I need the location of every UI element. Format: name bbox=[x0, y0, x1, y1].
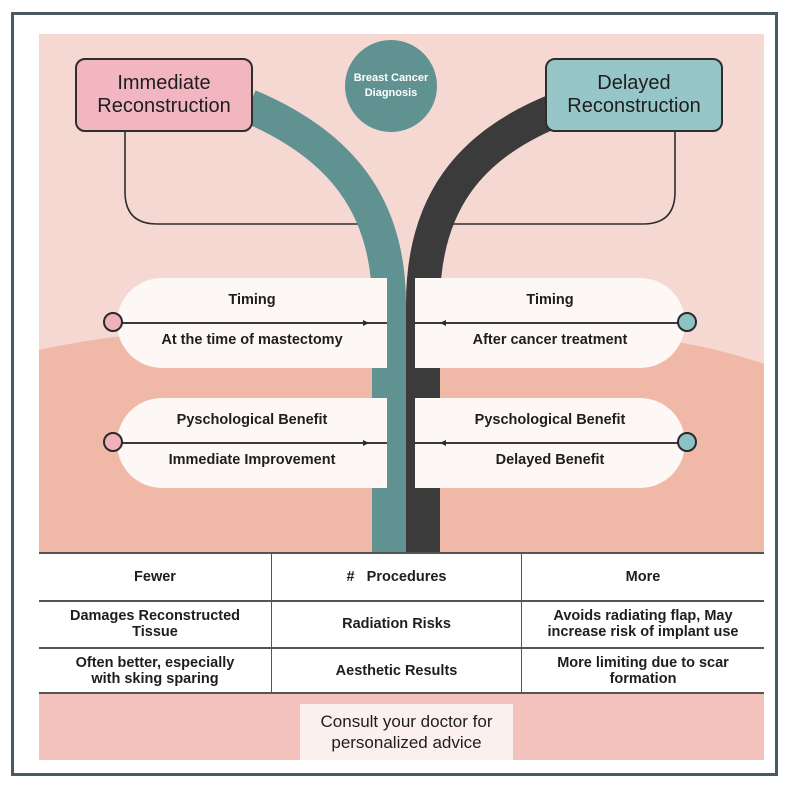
delayed-timing-title: Timing bbox=[526, 292, 574, 308]
table-divider bbox=[39, 647, 764, 649]
immediate-timing-dot-icon bbox=[103, 312, 123, 332]
arrow-right-icon bbox=[363, 440, 369, 446]
table-row: Damages Reconstructed Tissue Radiation R… bbox=[39, 601, 764, 647]
right-connector-line bbox=[439, 132, 676, 225]
immediate-cell: Damages Reconstructed Tissue bbox=[39, 601, 272, 647]
immediate-psych-dot-icon bbox=[103, 432, 123, 452]
table-row: Often better, especially with sking spar… bbox=[39, 648, 764, 694]
arrow-left-icon bbox=[440, 320, 446, 326]
connector-arrow-line bbox=[415, 322, 685, 324]
delayed-timing-value: After cancer treatment bbox=[472, 332, 628, 348]
criterion-cell: # Procedures bbox=[272, 554, 522, 600]
criterion-cell: Radiation Risks bbox=[272, 601, 522, 647]
delayed-timing-card: Timing After cancer treatment bbox=[415, 278, 685, 368]
immediate-psych-value: Immediate Improvement bbox=[168, 452, 336, 468]
comparison-table: Fewer # Procedures More Damages Reconstr… bbox=[39, 552, 764, 694]
delayed-psych-title: Pyschological Benefit bbox=[474, 412, 626, 428]
delayed-psych-card: Pyschological Benefit Delayed Benefit bbox=[415, 398, 685, 488]
immediate-reconstruction-box: Immediate Reconstruction bbox=[75, 58, 253, 132]
immediate-psych-card: Pyschological Benefit Immediate Improvem… bbox=[117, 398, 387, 488]
footer-band: Consult your doctor for personalized adv… bbox=[39, 694, 764, 760]
immediate-cell: Often better, especially with sking spar… bbox=[39, 648, 272, 694]
immediate-timing-title: Timing bbox=[228, 292, 276, 308]
immediate-path bbox=[242, 90, 406, 552]
delayed-cell: More limiting due to scar formation bbox=[557, 655, 729, 687]
arrow-left-icon bbox=[440, 440, 446, 446]
immediate-timing-card: Timing At the time of mastectomy bbox=[117, 278, 387, 368]
criterion-cell: Aesthetic Results bbox=[272, 648, 522, 694]
table-row: Fewer # Procedures More bbox=[39, 554, 764, 600]
arrow-right-icon bbox=[363, 320, 369, 326]
immediate-timing-value: At the time of mastectomy bbox=[161, 332, 343, 348]
diagnosis-label: Breast Cancer Diagnosis bbox=[353, 72, 429, 99]
connector-arrow-line bbox=[117, 322, 387, 324]
left-connector-line bbox=[124, 132, 374, 225]
delayed-title: Delayed Reconstruction bbox=[567, 72, 701, 117]
delayed-cell: More bbox=[625, 569, 661, 585]
table-divider bbox=[39, 600, 764, 602]
delayed-reconstruction-box: Delayed Reconstruction bbox=[545, 58, 723, 132]
doctor-advice-note: Consult your doctor for personalized adv… bbox=[300, 704, 513, 760]
diagram-canvas: Breast Cancer Diagnosis Immediate Recons… bbox=[39, 34, 764, 552]
connector-arrow-line bbox=[117, 442, 387, 444]
immediate-title: Immediate Reconstruction bbox=[97, 72, 231, 117]
diagnosis-node: Breast Cancer Diagnosis bbox=[345, 40, 437, 132]
delayed-psych-dot-icon bbox=[677, 432, 697, 452]
immediate-cell: Fewer bbox=[39, 554, 272, 600]
connector-arrow-line bbox=[415, 442, 685, 444]
delayed-cell: Avoids radiating flap, May increase risk… bbox=[547, 608, 739, 640]
delayed-psych-value: Delayed Benefit bbox=[495, 452, 605, 468]
immediate-psych-title: Pyschological Benefit bbox=[176, 412, 328, 428]
delayed-timing-dot-icon bbox=[677, 312, 697, 332]
